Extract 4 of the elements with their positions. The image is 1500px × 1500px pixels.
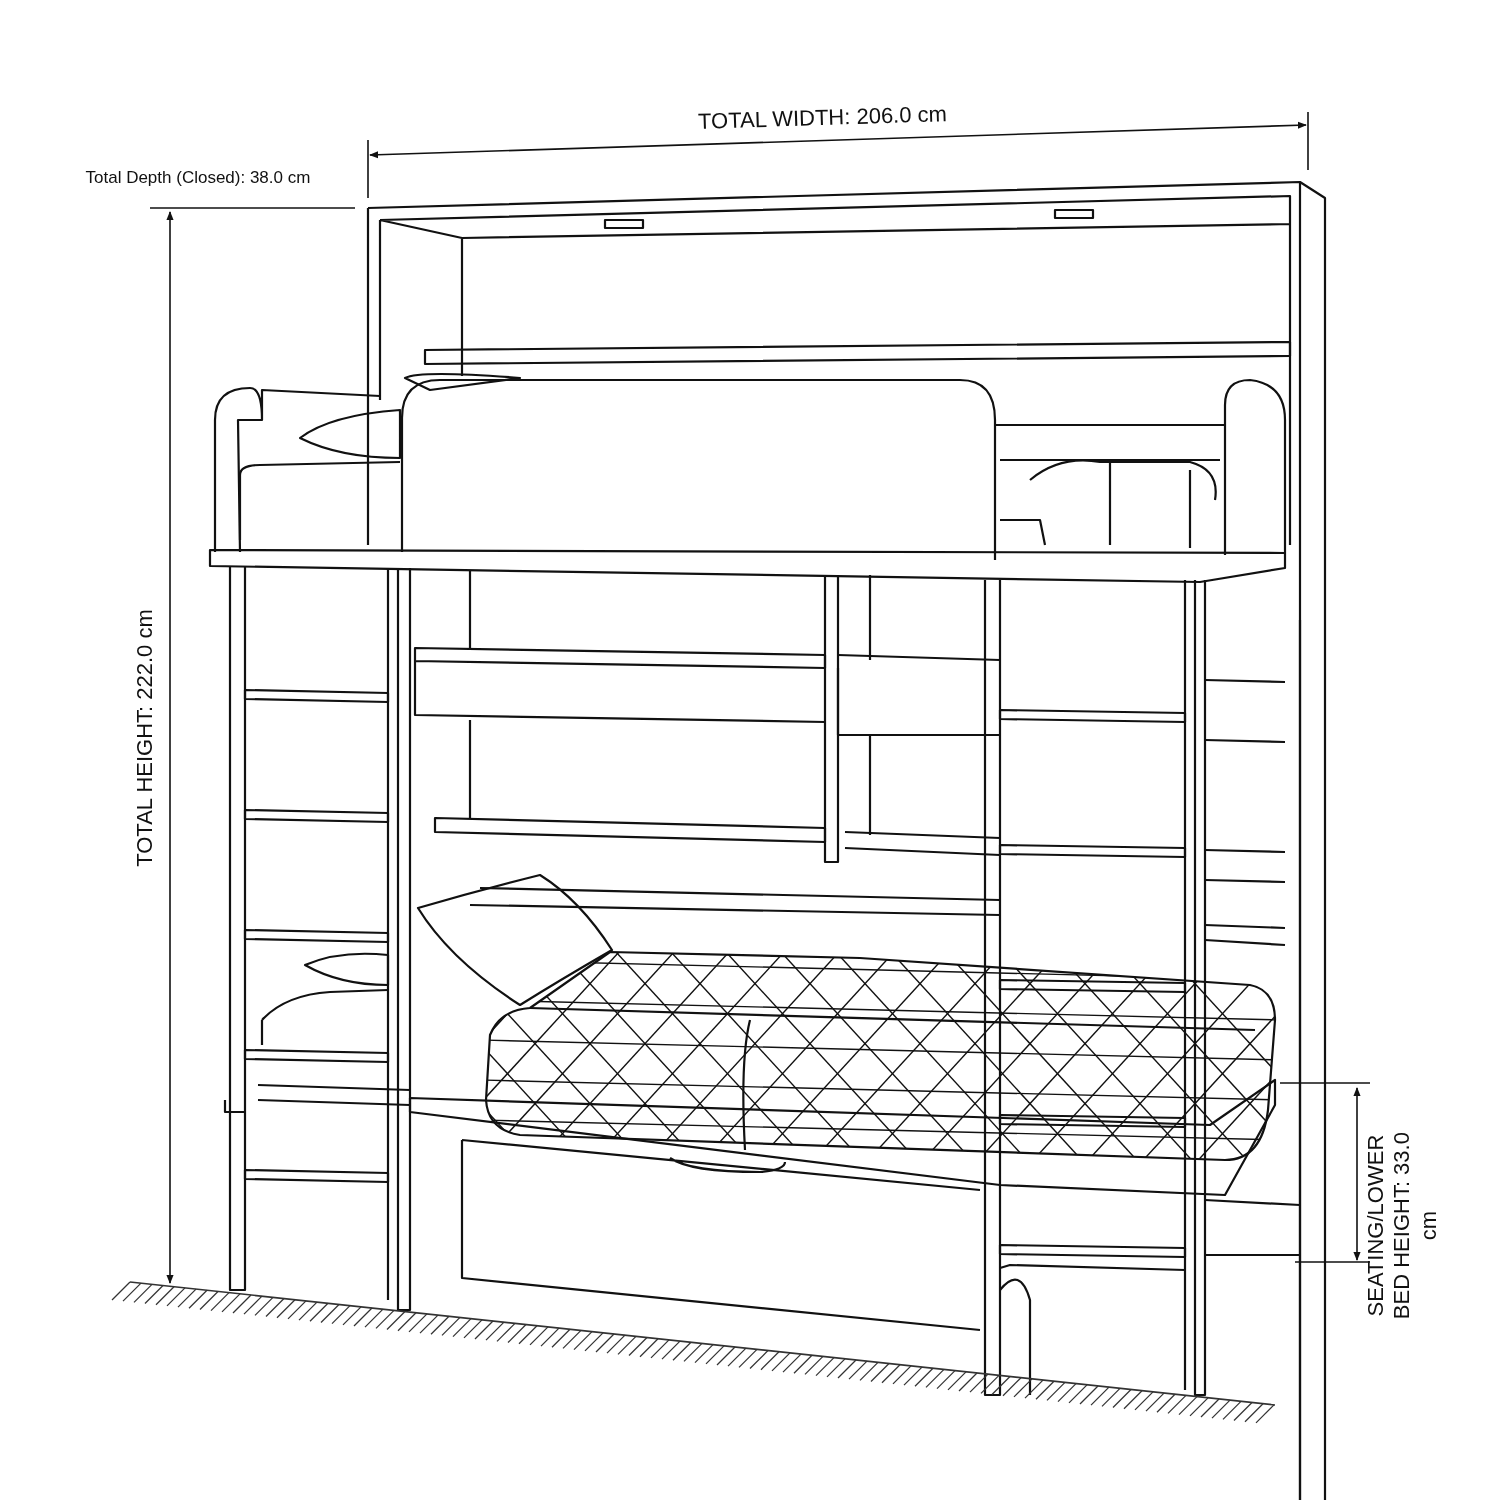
dimension-label: TOTAL WIDTH: 206.0 cm bbox=[697, 101, 947, 135]
dimension-label: Total Depth (Closed): 38.0 cm bbox=[85, 168, 311, 188]
dimension-label: SEATING/LOWER BED HEIGHT: 33.0 cm bbox=[1363, 1130, 1443, 1321]
dimension-label: TOTAL HEIGHT: 222.0 cm bbox=[131, 609, 158, 867]
